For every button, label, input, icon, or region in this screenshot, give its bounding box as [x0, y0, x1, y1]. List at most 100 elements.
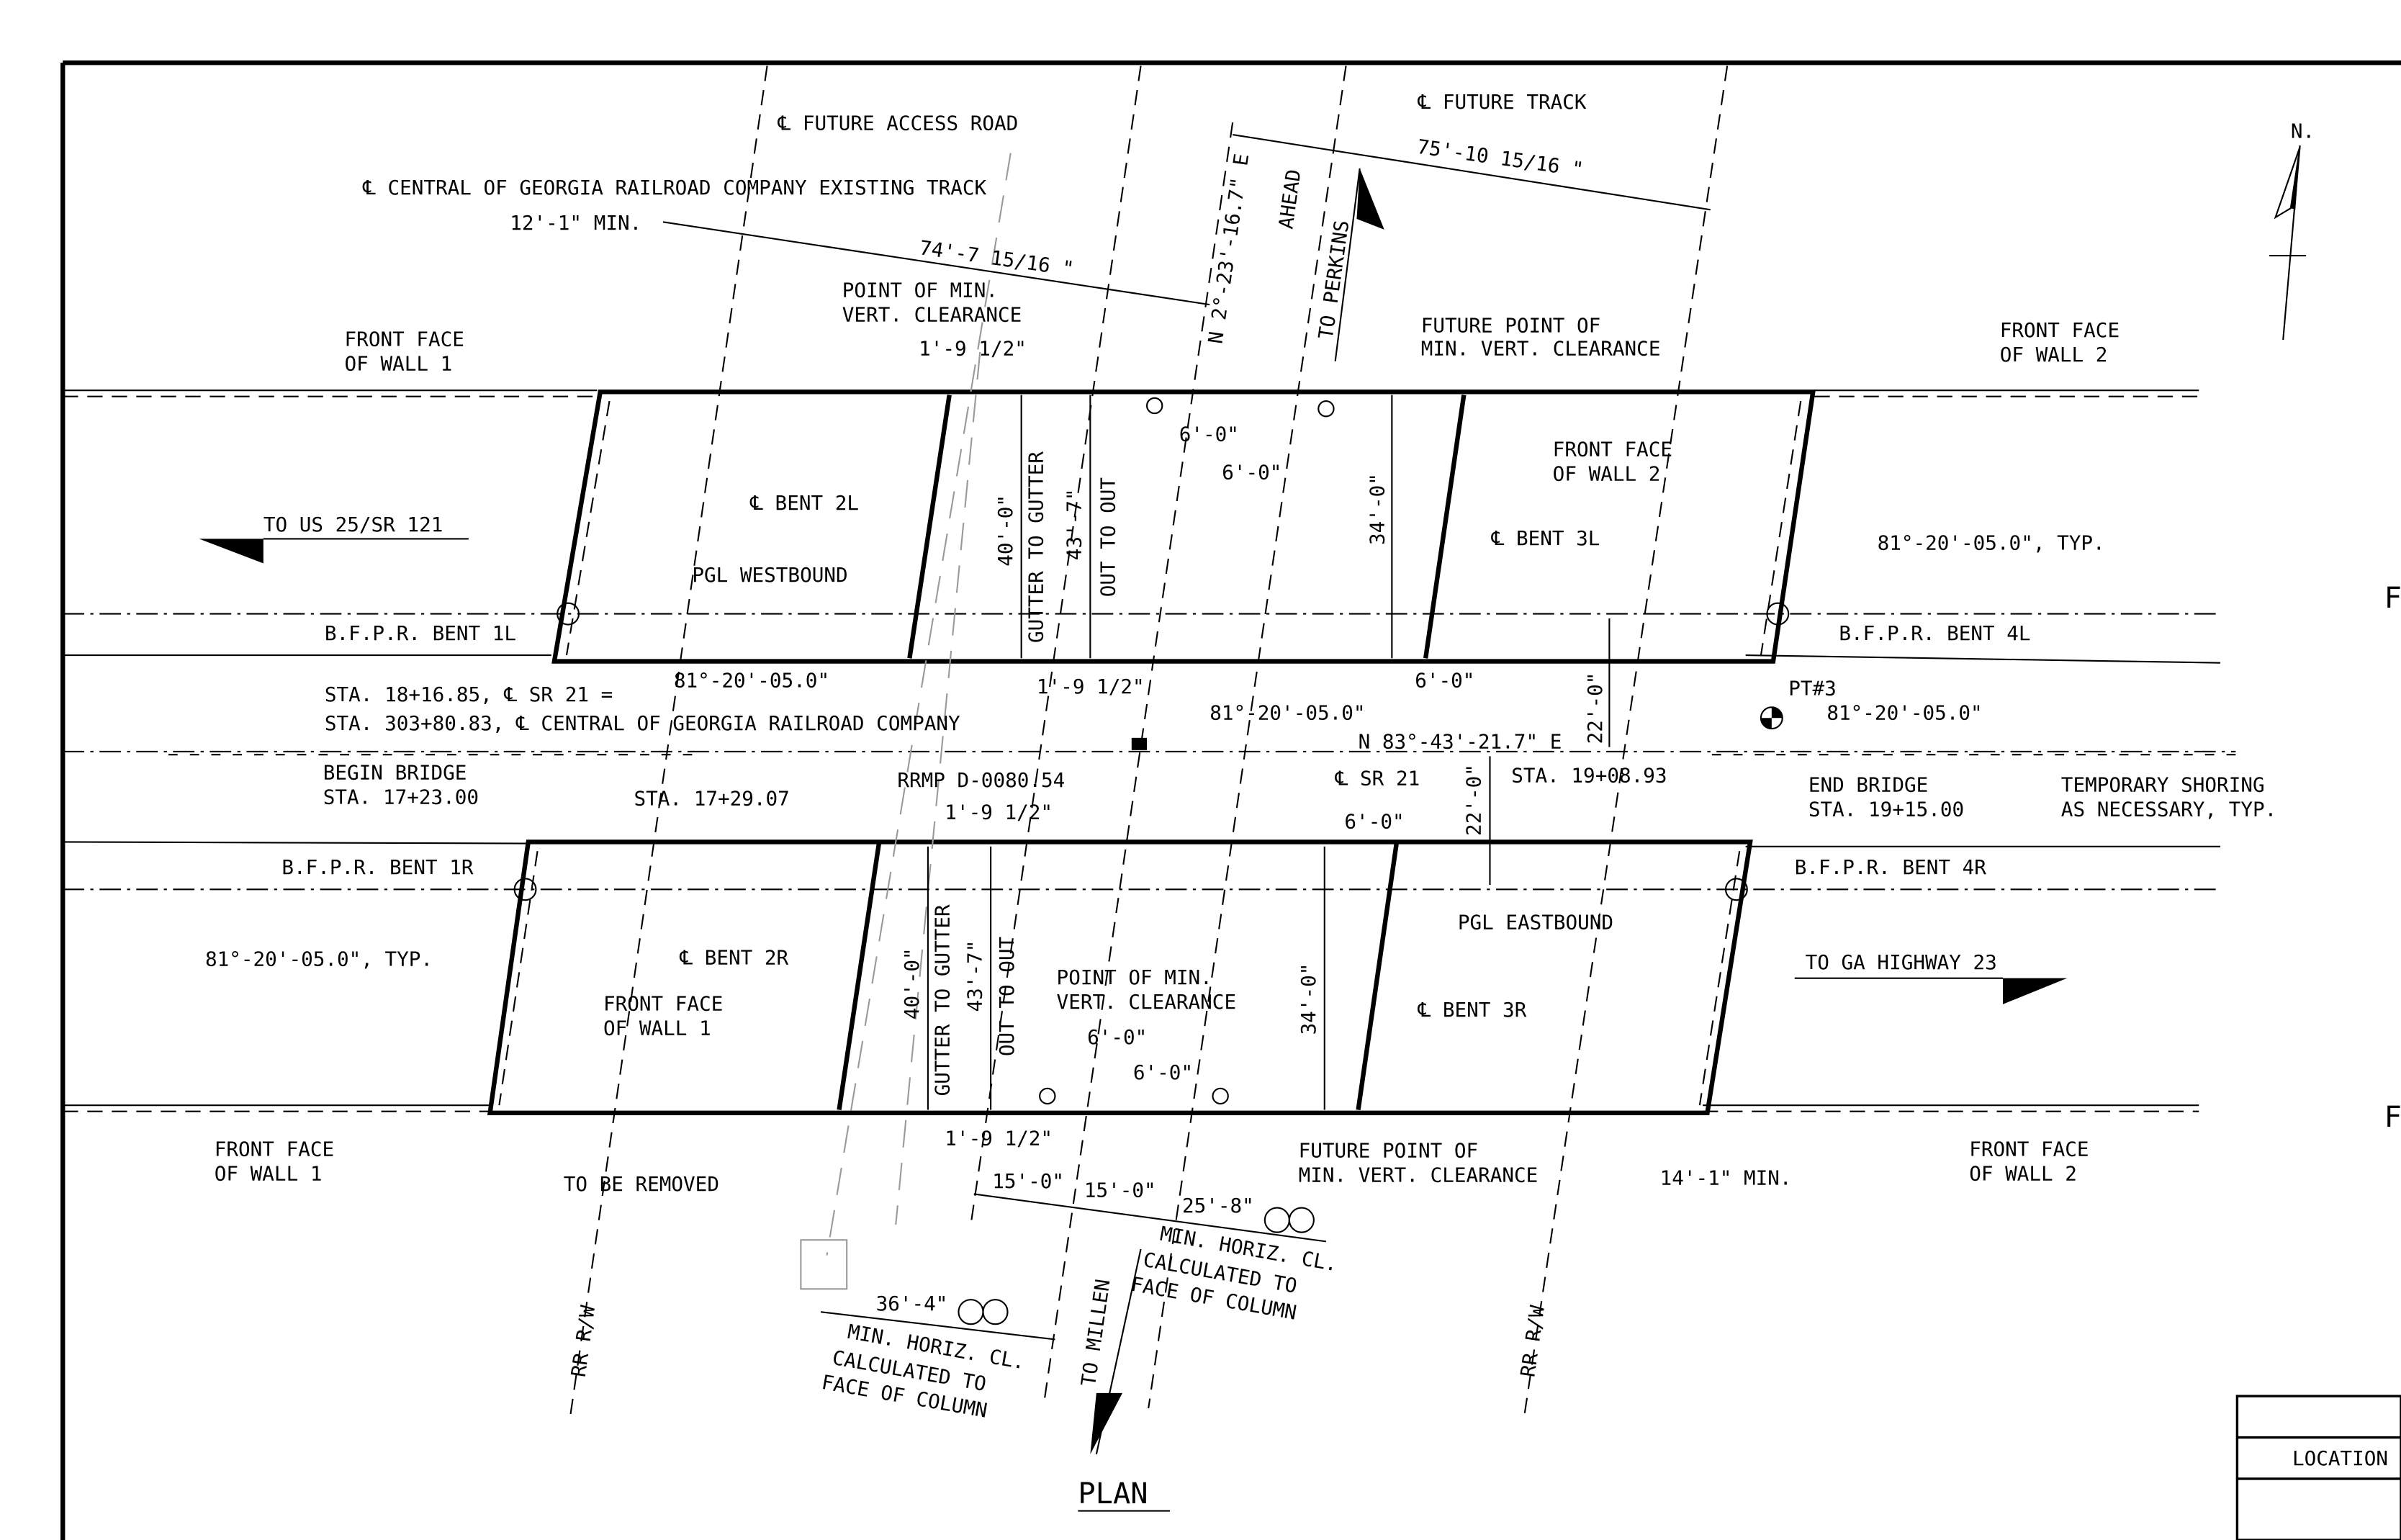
dim-15-b: 15'-0"	[1084, 1179, 1156, 1202]
sta-eq-1: STA. 18+16.85, ℄ SR 21 =	[325, 683, 613, 706]
dim-15-a: 15'-0"	[992, 1169, 1064, 1193]
bfpr-4r-label: B.F.P.R. BENT 4R	[1795, 855, 1987, 879]
end-bridge-a: END BRIDGE	[1808, 773, 1928, 796]
bfpr-1l-label: B.F.P.R. BENT 1L	[325, 621, 516, 645]
front-wall1-bot-b: OF WALL 1	[215, 1161, 323, 1185]
dim-6-a: 6'-0"	[1179, 422, 1239, 446]
dim-22-top: 22'-0"	[1583, 672, 1607, 744]
front-wall2-bot-b: OF WALL 2	[1969, 1161, 2077, 1185]
east-direction-label: TO GA HIGHWAY 23	[1806, 950, 1997, 974]
dim-1-9-eb: 1'-9 1/2"	[945, 801, 1053, 824]
sta-eq-2: STA. 303+80.83, ℄ CENTRAL OF GEORGIA RAI…	[325, 711, 960, 735]
end-bridge-b: STA. 19+15.00	[1808, 797, 1964, 821]
existing-track-label: ℄ CENTRAL OF GEORGIA RAILROAD COMPANY EX…	[362, 176, 986, 199]
rrmp-marker-icon	[1131, 737, 1148, 750]
f-label-top: F	[2384, 580, 2401, 615]
front-wall1-top-b: OF WALL 1	[345, 352, 453, 376]
f-label-bottom: F	[2384, 1099, 2401, 1134]
front-wall1-mid-b: OF WALL 1	[603, 1016, 711, 1040]
angle-1: 81°-20'-05.0"	[674, 669, 829, 693]
out-eb: OUT TO OUT	[995, 937, 1019, 1056]
bearing-n-label: N 2°-23'-16.7" E	[1204, 152, 1254, 345]
front-wall1-top-a: FRONT FACE	[345, 328, 464, 351]
bearing-e-label: N 83°-43'-21.7" E	[1359, 730, 1562, 754]
annotations: ℄ FUTURE ACCESS ROAD ℄ FUTURE TRACK ℄ CE…	[205, 90, 2401, 1512]
pt-min-vert-eb-a: POINT OF MIN.	[1057, 965, 1212, 989]
dim-6-b: 6'-0"	[1222, 461, 1281, 485]
angle-2: 81°-20'-05.0"	[1209, 701, 1365, 724]
to-perkins-label: TO PERKINS	[1314, 219, 1354, 341]
pt3-label: PT#3	[1788, 676, 1837, 700]
dim-43-wb: 43'-7"	[1063, 488, 1086, 560]
dim-6-d: 6'-0"	[1344, 809, 1404, 833]
markers	[958, 706, 1783, 1325]
dim-1-9-top: 1'-9 1/2"	[919, 336, 1027, 360]
front-wall1-bot-a: FRONT FACE	[215, 1137, 334, 1161]
shoring-b: AS NECESSARY, TYP.	[2061, 797, 2276, 821]
bent-2r-label: ℄ BENT 2R	[679, 946, 788, 970]
front-wall2-mid-a: FRONT FACE	[1553, 438, 1672, 461]
future-track-label: ℄ FUTURE TRACK	[1418, 90, 1587, 114]
ahead-label: AHEAD	[1274, 168, 1305, 230]
rail-alignments	[569, 66, 1729, 1421]
angle-typ-top: 81°-20'-05.0", TYP.	[1878, 531, 2105, 554]
rrmp-label: RRMP D-0080.54	[897, 768, 1065, 792]
dim-6-f: 6'-0"	[1133, 1061, 1193, 1084]
front-wall2-top-b: OF WALL 2	[2000, 343, 2108, 366]
sta-17-29-label: STA. 17+29.07	[634, 786, 790, 810]
south-arrow-icon	[1090, 1392, 1123, 1454]
out-wb: OUT TO OUT	[1096, 477, 1120, 597]
front-wall2-mid-b: OF WALL 2	[1553, 462, 1661, 486]
north-arrow-symbol	[2269, 145, 2307, 341]
future-access-road-label: ℄ FUTURE ACCESS ROAD	[777, 112, 1018, 135]
dim-43-eb: 43'-7"	[963, 940, 986, 1012]
front-wall2-bot-a: FRONT FACE	[1969, 1137, 2089, 1161]
front-wall2-top-a: FRONT FACE	[2000, 318, 2120, 342]
bent-2l-label: ℄ BENT 2L	[749, 491, 859, 515]
bent-3r-label: ℄ BENT 3R	[1418, 998, 1527, 1022]
dim-40-eb: 40'-0"	[900, 947, 924, 1019]
fut-pt-a: FUTURE POINT OF	[1421, 313, 1601, 337]
retaining-walls	[63, 389, 2199, 1112]
fut-pt-eb-a: FUTURE POINT OF	[1299, 1138, 1479, 1162]
dim-36-4: 36'-4"	[876, 1292, 948, 1315]
angle-typ-bot: 81°-20'-05.0", TYP.	[205, 947, 433, 971]
pt-min-vert-a: POINT OF MIN.	[842, 278, 998, 302]
west-arrow-icon	[199, 539, 263, 564]
dim-74-label: 74'-7 15/16 "	[918, 235, 1076, 281]
east-arrow-icon	[2003, 978, 2068, 1004]
dim-34-wb: 34'-0"	[1366, 473, 1389, 545]
dim-40-wb: 40'-0"	[994, 495, 1017, 567]
location-label: LOCATION	[2292, 1446, 2388, 1470]
angle-3: 81°-20'-05.0"	[1826, 701, 1982, 724]
plan-title: PLAN	[1078, 1476, 1148, 1510]
westbound-bridge	[551, 389, 1816, 664]
eastbound-bridge	[487, 839, 1753, 1115]
bfpr-1r-label: B.F.P.R. BENT 1R	[281, 855, 474, 879]
dim-22-bot: 22'-0"	[1462, 764, 1486, 836]
pgl-west-label: PGL WESTBOUND	[692, 563, 847, 587]
fut-pt-eb-b: MIN. VERT. CLEARANCE	[1299, 1163, 1539, 1186]
gutter-wb: GUTTER TO GUTTER	[1024, 451, 1048, 643]
dimension-lines	[662, 134, 1711, 1341]
dim-6-e: 6'-0"	[1087, 1025, 1147, 1049]
min-12-1-label: 12'-1" MIN.	[510, 211, 641, 235]
dim-1-9-bot: 1'-9 1/2"	[945, 1126, 1053, 1150]
gutter-eb: GUTTER TO GUTTER	[931, 904, 955, 1096]
min-14-1-label: 14'-1" MIN.	[1660, 1166, 1792, 1190]
rrrw-left: RR R/W	[567, 1304, 600, 1379]
roadway-lines	[63, 613, 2236, 891]
pt-min-vert-eb-b: VERT. CLEARANCE	[1057, 990, 1237, 1014]
front-wall1-mid-a: FRONT FACE	[603, 991, 723, 1015]
dim-1-9-wb: 1'-9 1/2"	[1037, 675, 1145, 698]
dim-75-label: 75'-10 15/16 "	[1415, 135, 1585, 181]
dim-25-8: 25'-8"	[1182, 1194, 1254, 1217]
pgl-east-label: PGL EASTBOUND	[1458, 911, 1613, 935]
sr21-label: ℄ SR 21	[1335, 767, 1420, 791]
bfpr-4l-label: B.F.P.R. BENT 4L	[1839, 621, 2030, 645]
shoring-a: TEMPORARY SHORING	[2061, 773, 2265, 796]
pt-min-vert-b: VERT. CLEARANCE	[842, 303, 1022, 327]
bent-3l-label: ℄ BENT 3L	[1491, 526, 1600, 550]
begin-bridge-b: STA. 17+23.00	[323, 785, 479, 809]
